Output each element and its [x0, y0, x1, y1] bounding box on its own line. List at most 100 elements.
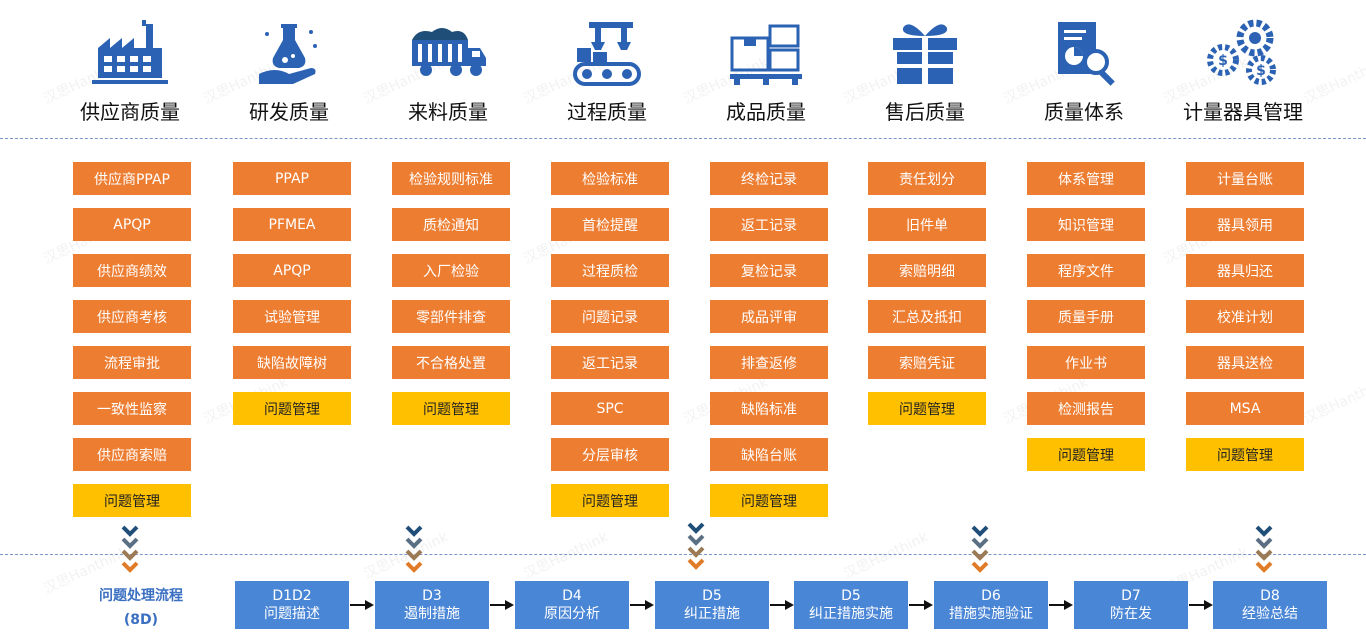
- flow-step-code: D3: [422, 588, 442, 604]
- issue-management-item[interactable]: 问题管理: [551, 484, 669, 517]
- issue-management-item[interactable]: 问题管理: [1027, 438, 1145, 471]
- truck-icon: [412, 28, 486, 76]
- module-item[interactable]: 检测报告: [1027, 392, 1145, 425]
- module-item[interactable]: 体系管理: [1027, 162, 1145, 195]
- flow-arrow-icon: [770, 600, 794, 610]
- flow-step-name: 遏制措施: [404, 606, 460, 622]
- flow-step-code: D8: [1260, 588, 1280, 604]
- module-item[interactable]: 责任划分: [868, 162, 986, 195]
- flow-step-name: 原因分析: [544, 606, 600, 622]
- module-item[interactable]: 零部件排查: [392, 300, 510, 333]
- module-item[interactable]: MSA: [1186, 392, 1304, 425]
- category-column: 供应商PPAP APQP 供应商绩效供应商考核流程审批一致性监察供应商索赔问题管理: [73, 162, 191, 530]
- module-item[interactable]: 终检记录: [710, 162, 828, 195]
- module-item[interactable]: 供应商考核: [73, 300, 191, 333]
- module-item[interactable]: APQP: [73, 208, 191, 241]
- issue-management-item[interactable]: 问题管理: [1186, 438, 1304, 471]
- module-item[interactable]: 流程审批: [73, 346, 191, 379]
- flow-arrow-icon: [1189, 600, 1213, 610]
- module-item[interactable]: 复检记录: [710, 254, 828, 287]
- module-item[interactable]: APQP: [233, 254, 351, 287]
- gift-box-icon: [893, 24, 957, 84]
- module-item[interactable]: 器具归还: [1186, 254, 1304, 287]
- module-item[interactable]: 器具领用: [1186, 208, 1304, 241]
- flow-step[interactable]: D1D2 问题描述: [235, 581, 349, 629]
- category-title: 来料质量: [408, 100, 488, 124]
- lab-flask-hand-icon: [259, 24, 317, 84]
- issue-management-item[interactable]: 问题管理: [868, 392, 986, 425]
- module-item[interactable]: 索赔明细: [868, 254, 986, 287]
- boxes-icon: [730, 24, 802, 85]
- module-item[interactable]: 作业书: [1027, 346, 1145, 379]
- issue-management-item[interactable]: 问题管理: [233, 392, 351, 425]
- category-column: 终检记录返工记录复检记录成品评审排查返修缺陷标准缺陷台账问题管理: [710, 162, 828, 530]
- module-item[interactable]: PFMEA: [233, 208, 351, 241]
- module-item[interactable]: 质量手册: [1027, 300, 1145, 333]
- chevron-stack-icon: [687, 522, 705, 570]
- module-item[interactable]: 供应商PPAP: [73, 162, 191, 195]
- module-item[interactable]: 返工记录: [710, 208, 828, 241]
- module-item[interactable]: 缺陷台账: [710, 438, 828, 471]
- issue-management-item[interactable]: 问题管理: [73, 484, 191, 517]
- module-item[interactable]: 缺陷故障树: [233, 346, 351, 379]
- module-item[interactable]: 计量台账: [1186, 162, 1304, 195]
- separator-bottom: [0, 554, 1366, 555]
- module-item[interactable]: 排查返修: [710, 346, 828, 379]
- module-item[interactable]: 器具送检: [1186, 346, 1304, 379]
- module-item[interactable]: 供应商绩效: [73, 254, 191, 287]
- separator-top: [0, 138, 1366, 139]
- module-item[interactable]: 返工记录: [551, 346, 669, 379]
- flow-label-title: 问题处理流程: [99, 588, 183, 604]
- module-item[interactable]: SPC: [551, 392, 669, 425]
- report-magnifier-icon: [1058, 22, 1115, 86]
- category-title: 质量体系: [1044, 100, 1124, 124]
- flow-step-name: 措施实施验证: [949, 606, 1033, 622]
- flow-step[interactable]: D4 原因分析: [515, 581, 629, 629]
- watermark-text: 汉思Hanthink: [841, 529, 931, 583]
- module-item[interactable]: 首检提醒: [551, 208, 669, 241]
- module-item[interactable]: 成品评审: [710, 300, 828, 333]
- module-item[interactable]: PPAP: [233, 162, 351, 195]
- module-item[interactable]: 旧件单: [868, 208, 986, 241]
- flow-step[interactable]: D3 遏制措施: [375, 581, 489, 629]
- module-item[interactable]: 质检通知: [392, 208, 510, 241]
- module-item[interactable]: 汇总及抵扣: [868, 300, 986, 333]
- module-item[interactable]: 过程质检: [551, 254, 669, 287]
- flow-arrow-icon: [630, 600, 654, 610]
- issue-management-item[interactable]: 问题管理: [710, 484, 828, 517]
- module-item[interactable]: 校准计划: [1186, 300, 1304, 333]
- flow-step-code: D1D2: [272, 588, 312, 604]
- module-item[interactable]: 一致性监察: [73, 392, 191, 425]
- issue-management-item[interactable]: 问题管理: [392, 392, 510, 425]
- flow-step[interactable]: D8 经验总结: [1213, 581, 1327, 629]
- category-header-aftersales: 售后质量: [850, 18, 1000, 130]
- module-item[interactable]: 索赔凭证: [868, 346, 986, 379]
- module-item[interactable]: 缺陷标准: [710, 392, 828, 425]
- flow-step-name: 经验总结: [1242, 606, 1298, 622]
- category-column: 责任划分旧件单索赔明细汇总及抵扣索赔凭证问题管理: [868, 162, 986, 438]
- module-item[interactable]: 供应商索赔: [73, 438, 191, 471]
- flow-step-name: 问题描述: [264, 606, 320, 622]
- module-item[interactable]: 检验规则标准: [392, 162, 510, 195]
- category-header-incoming: 来料质量: [373, 18, 523, 130]
- flow-step-code: D4: [562, 588, 582, 604]
- watermark-text: 汉思Hanthink: [1301, 374, 1366, 428]
- module-item[interactable]: 程序文件: [1027, 254, 1145, 287]
- category-title: 研发质量: [249, 100, 329, 124]
- svg-text:$: $: [1218, 53, 1228, 69]
- module-item[interactable]: 入厂检验: [392, 254, 510, 287]
- module-item[interactable]: 问题记录: [551, 300, 669, 333]
- category-title: 供应商质量: [80, 100, 180, 124]
- module-item[interactable]: 不合格处置: [392, 346, 510, 379]
- module-item[interactable]: 检验标准: [551, 162, 669, 195]
- flow-arrow-icon: [1049, 600, 1073, 610]
- module-item[interactable]: 分层审核: [551, 438, 669, 471]
- module-item[interactable]: 试验管理: [233, 300, 351, 333]
- module-item[interactable]: 知识管理: [1027, 208, 1145, 241]
- flow-arrow-icon: [350, 600, 374, 610]
